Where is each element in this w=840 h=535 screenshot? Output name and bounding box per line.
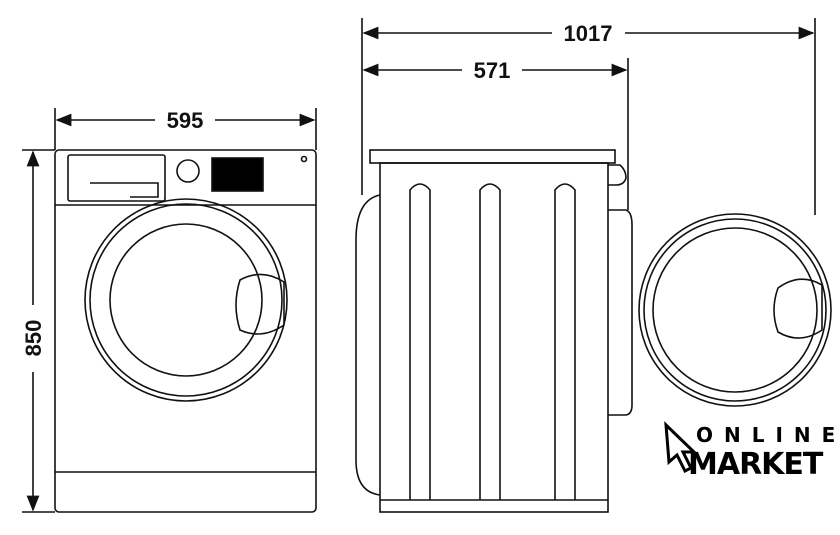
side-view bbox=[355, 149, 633, 513]
dimension-height: 850 bbox=[21, 149, 55, 513]
display-panel bbox=[211, 157, 264, 192]
online-market-logo: ONLINE MARKET bbox=[664, 421, 840, 482]
dimension-depth: 571 bbox=[362, 58, 629, 210]
depth-open-label: 1017 bbox=[564, 21, 613, 46]
height-label: 850 bbox=[21, 320, 46, 357]
logo-line2: MARKET bbox=[688, 447, 824, 482]
program-knob bbox=[176, 159, 200, 183]
dimension-depth-open: 1017 bbox=[361, 18, 816, 215]
logo-line1: ONLINE bbox=[696, 423, 840, 447]
door-glass bbox=[109, 223, 263, 377]
open-door-view bbox=[638, 213, 832, 407]
door-handle bbox=[235, 273, 285, 335]
width-label: 595 bbox=[167, 108, 204, 133]
cursor-icon bbox=[664, 421, 698, 474]
power-indicator bbox=[300, 155, 308, 163]
dimension-width: 595 bbox=[54, 108, 317, 150]
detergent-drawer bbox=[67, 154, 166, 202]
front-view bbox=[54, 149, 317, 513]
depth-label: 571 bbox=[474, 58, 511, 83]
door-outer bbox=[84, 198, 288, 402]
